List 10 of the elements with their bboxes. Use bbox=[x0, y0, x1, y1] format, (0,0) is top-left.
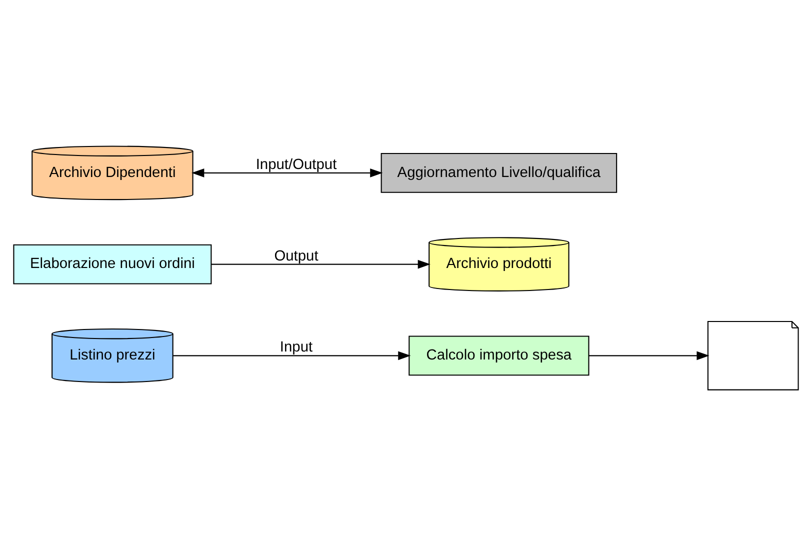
edge-label: Input/Output bbox=[256, 156, 337, 172]
node-box: Elaborazione nuovi ordini bbox=[13, 244, 212, 284]
arrow bbox=[212, 259, 430, 268]
arrow bbox=[192, 168, 383, 177]
edge-label: Input bbox=[280, 339, 313, 356]
arrow bbox=[173, 350, 411, 360]
arrow bbox=[588, 350, 710, 360]
node-box: Aggiornamento Livello/qualifica bbox=[380, 152, 618, 192]
node-box: Calcolo importo spesa bbox=[408, 335, 590, 376]
edge-label: Output bbox=[274, 248, 318, 264]
